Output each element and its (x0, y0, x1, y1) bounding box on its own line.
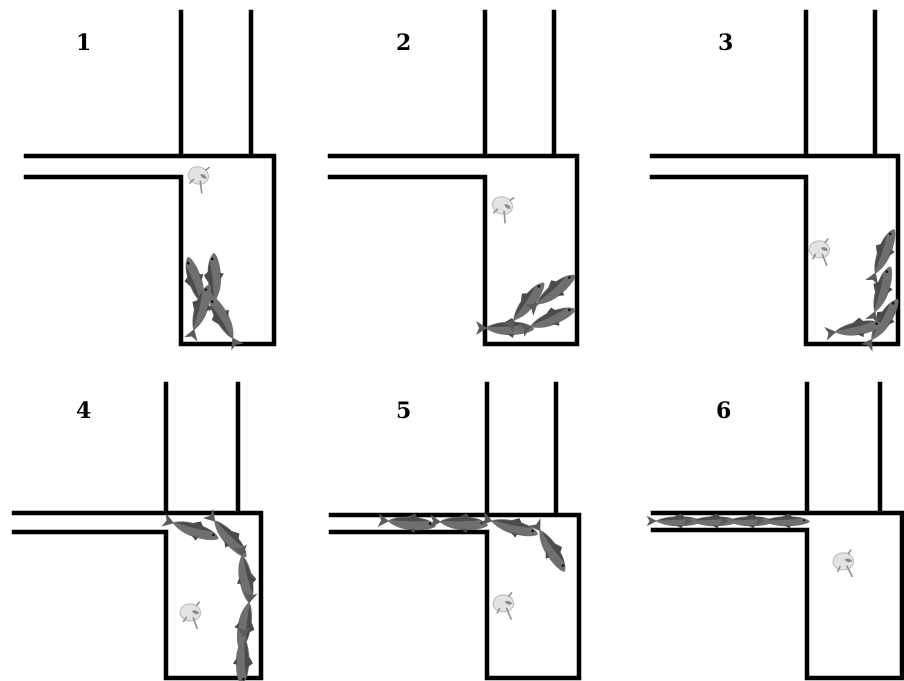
tank-walls (652, 12, 898, 344)
shrimp (179, 602, 201, 629)
shrimp (492, 593, 516, 622)
shrimp (831, 550, 856, 580)
panel-number: 5 (396, 398, 411, 424)
panel-number: 1 (76, 30, 91, 56)
panel-number: 2 (396, 30, 411, 56)
tank-walls (653, 384, 902, 678)
panel-number: 6 (716, 398, 731, 424)
panel-5: 5 (331, 384, 579, 678)
panel-number: 4 (76, 398, 91, 424)
tank-walls (26, 12, 274, 344)
fish (526, 517, 574, 577)
fish (232, 627, 254, 681)
panel-number: 3 (718, 30, 733, 56)
panel-4: 4 (14, 384, 261, 681)
shrimp (186, 165, 210, 194)
panel-1: 1 (26, 12, 274, 352)
fish (755, 514, 810, 529)
panel-3: 3 (652, 12, 904, 353)
shrimp (489, 194, 514, 223)
panel-6: 6 (647, 384, 902, 678)
panel-2: 2 (330, 12, 581, 344)
shrimp (808, 239, 831, 267)
